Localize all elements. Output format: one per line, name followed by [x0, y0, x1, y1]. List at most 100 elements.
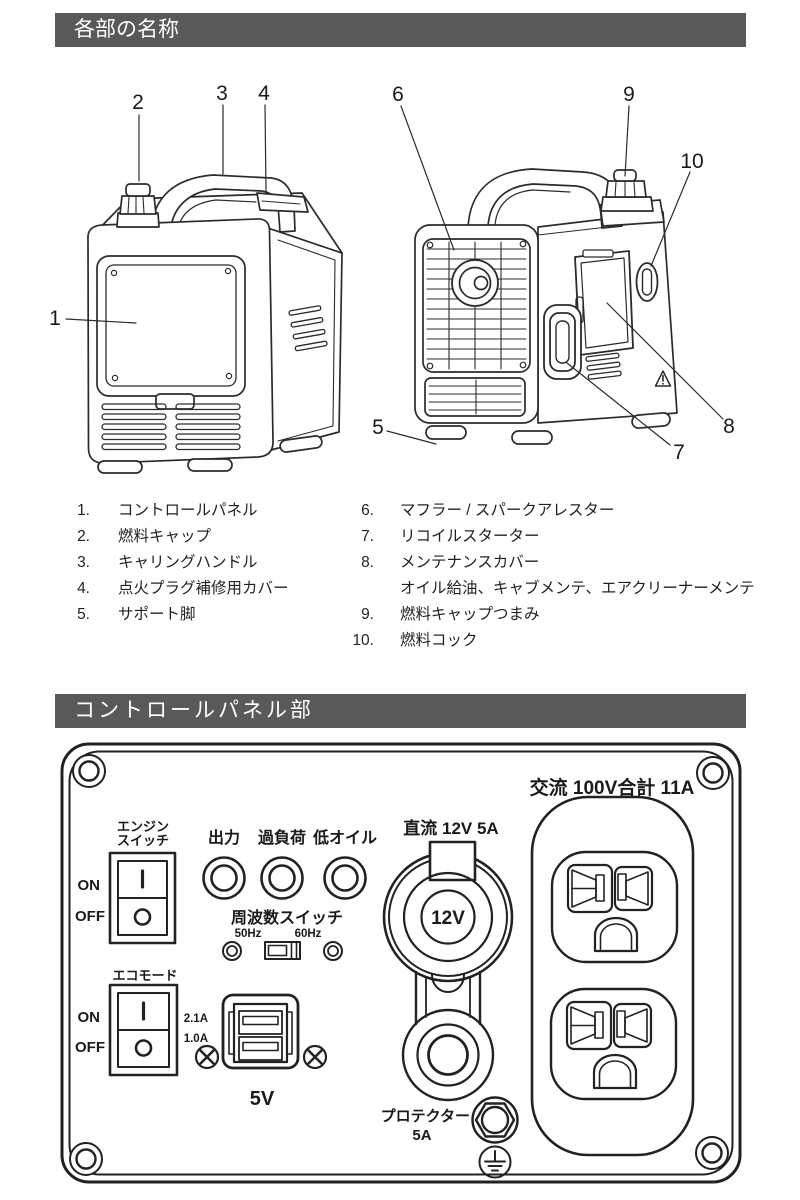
- callout-3: 3: [216, 82, 228, 105]
- maintenance-cover-drawing: [574, 249, 634, 356]
- dc-rating-label: 直流 12V 5A: [403, 818, 498, 838]
- screw-icon: [702, 762, 724, 784]
- fuel-cap-drawing: [116, 183, 160, 228]
- freq-50hz-label: 50Hz: [235, 928, 262, 940]
- engine-switch: [108, 851, 177, 945]
- eco-mode-label: エコモード: [112, 968, 177, 983]
- parts-list-item: 9. 燃料キャップつまみ: [340, 602, 770, 628]
- support-feet-drawing: [97, 435, 323, 474]
- screw-icon: [222, 941, 242, 961]
- generator-rear-view: [414, 168, 678, 445]
- parts-list-left-column: 1. コントロールパネル 2. 燃料キャップ 3. キャリングハンドル 4. 点…: [70, 498, 370, 628]
- frequency-switch: [222, 941, 343, 961]
- item-label: 燃料コック: [400, 632, 478, 649]
- screw-x-icon: [302, 1044, 328, 1070]
- generator-diagrams: 1 2 3 4 5 6 7 8 9 10: [49, 82, 735, 474]
- item-label: リコイルスターター: [400, 528, 540, 545]
- output-label: 出力: [208, 828, 240, 847]
- side-louvers-drawing: [288, 305, 328, 352]
- side-vents-drawing: [585, 352, 622, 380]
- recoil-starter-drawing: [543, 304, 582, 380]
- cover-pull-tab: [431, 974, 465, 993]
- screw-icon: [78, 760, 100, 782]
- fuel-cap-knob-drawing: [599, 169, 665, 227]
- spark-plug-cover-drawing: [256, 192, 309, 213]
- screw-icon: [75, 1148, 97, 1170]
- item-number: 3.: [77, 554, 90, 571]
- usb-amp-high-label: 2.1A: [184, 1013, 208, 1025]
- eco-off-label: OFF: [75, 1039, 105, 1056]
- dc-socket: [382, 840, 514, 1026]
- item-number: 9.: [361, 606, 374, 623]
- frequency-switch-label: 周波数スイッチ: [231, 908, 343, 927]
- overload-label: 過負荷: [257, 828, 306, 847]
- ac-rating-label: 交流 100V合計 11A: [530, 776, 695, 799]
- engine-on-label: ON: [78, 877, 101, 894]
- item-label: サポート脚: [118, 606, 196, 623]
- output-lamp: [202, 856, 246, 900]
- parts-list-item: 2. 燃料キャップ: [70, 524, 370, 550]
- muffler-grille-drawing: [422, 238, 531, 417]
- dc-socket-label: 12V: [431, 908, 465, 929]
- callout-8: 8: [723, 415, 735, 438]
- callout-leader-lines: [65, 104, 724, 446]
- item-number: 7.: [361, 528, 374, 545]
- control-panel-diagram: エンジン スイッチ ON OFF エコモード ON OFF 出力 過負荷 低オイ…: [60, 742, 742, 1184]
- item-label: 燃料キャップ: [118, 528, 212, 545]
- low-oil-label: 低オイル: [312, 828, 377, 847]
- callout-10: 10: [680, 150, 703, 173]
- item-label: 点火プラグ補修用カバー: [118, 580, 289, 597]
- panel-plate: [60, 742, 742, 1184]
- callout-5: 5: [372, 416, 384, 439]
- overload-lamp: [260, 856, 304, 900]
- eco-on-label: ON: [78, 1009, 101, 1026]
- parts-list-item: 7. リコイルスターター: [340, 524, 770, 550]
- usb-port-b-icon: [238, 1036, 283, 1061]
- item-note: オイル給油、キャブメンテ、エアクリーナーメンテ: [400, 580, 755, 597]
- callout-7: 7: [673, 441, 685, 464]
- parts-list-right-column: 6. マフラー / スパークアレスター 7. リコイルスターター 8. メンテナ…: [340, 498, 770, 654]
- section-header-parts: 各部の名称: [55, 13, 746, 47]
- item-number: 1.: [77, 502, 90, 519]
- callout-9: 9: [623, 83, 635, 106]
- item-number: 8.: [361, 554, 374, 571]
- callout-4: 4: [258, 82, 270, 105]
- item-number: 6.: [361, 502, 374, 519]
- item-number: 5.: [77, 606, 90, 623]
- switch-off-mark-icon: [133, 908, 152, 926]
- item-label: メンテナンスカバー: [400, 554, 540, 571]
- circuit-protector: [401, 1008, 495, 1102]
- fuel-cock-drawing: [635, 262, 659, 302]
- item-label: キャリングハンドル: [118, 554, 258, 571]
- parts-list-item: 10. 燃料コック: [340, 628, 770, 654]
- engine-switch-label-1: エンジン: [117, 819, 169, 834]
- engine-off-label: OFF: [75, 908, 105, 925]
- support-feet-rear-drawing: [425, 412, 671, 445]
- usb-amp-low-label: 1.0A: [184, 1033, 208, 1045]
- protector-rating-label: 5A: [412, 1127, 431, 1144]
- screw-icon: [323, 941, 343, 961]
- parts-list-item: 6. マフラー / スパークアレスター: [340, 498, 770, 524]
- screw-icon: [701, 1142, 723, 1164]
- item-label: コントロールパネル: [118, 502, 258, 519]
- ground-terminal: [471, 1096, 519, 1144]
- callout-6: 6: [392, 83, 404, 106]
- generator-front-view: [87, 174, 343, 474]
- item-number: 2.: [77, 528, 90, 545]
- usb-voltage-label: 5V: [250, 1088, 275, 1110]
- protector-label: プロテクター: [381, 1108, 470, 1125]
- usb-port-a-icon: [238, 1010, 283, 1035]
- item-number: [340, 576, 374, 602]
- item-number: 10.: [352, 632, 374, 649]
- parts-list-item: 3. キャリングハンドル: [70, 550, 370, 576]
- eco-mode-switch: [108, 983, 179, 1077]
- parts-list-item: 1. コントロールパネル: [70, 498, 370, 524]
- warning-triangle-icon: [654, 370, 672, 387]
- low-oil-lamp: [323, 856, 367, 900]
- callout-1: 1: [49, 307, 61, 330]
- freq-60hz-label: 60Hz: [295, 928, 322, 940]
- panel-corner-screws: [69, 754, 730, 1176]
- item-label: マフラー / スパークアレスター: [400, 502, 615, 519]
- ac-outlet-panel: [530, 795, 695, 1157]
